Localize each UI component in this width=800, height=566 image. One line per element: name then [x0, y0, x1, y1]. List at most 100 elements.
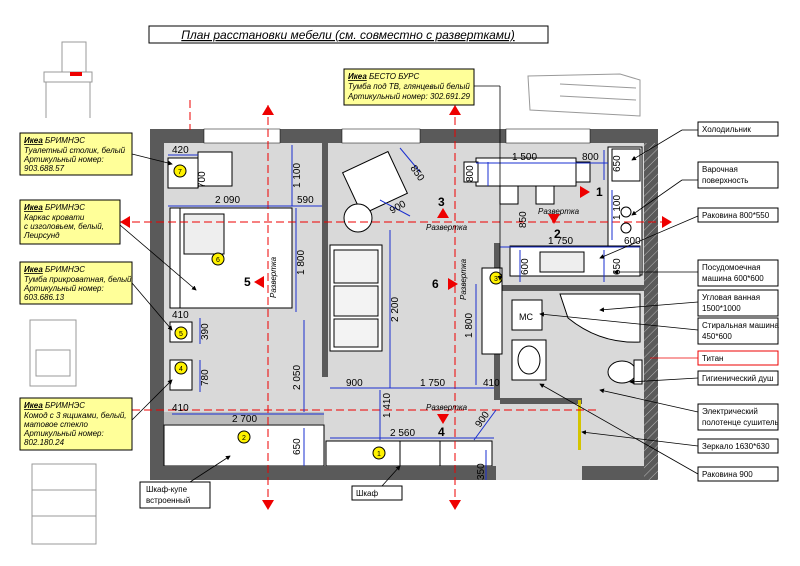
dresser-l3: матовое стекло	[24, 420, 88, 429]
right-labels: Холодильник Варочная поверхность Раковин…	[697, 121, 779, 482]
callout-bed: Икеа БРИМНЭС Каркас кровати с изголовьем…	[19, 199, 121, 245]
circle-3: 3	[494, 276, 498, 283]
corner-bath	[559, 293, 641, 343]
marker-6-label: Развертка	[459, 258, 468, 300]
label-towel-2: полотенце сушитель	[702, 418, 779, 427]
dressing-brand: Икеа	[24, 136, 43, 145]
leader-lines	[119, 85, 699, 487]
besto-name: БЕСТО БУРС	[367, 72, 420, 81]
dim-1750b: 1 750	[420, 378, 445, 389]
dim-2700: 2 700	[232, 414, 257, 425]
dresser-l5: 802.180.24	[24, 438, 65, 447]
svg-text:Икеа БРИМНЭС: Икеа БРИМНЭС	[24, 136, 85, 145]
marker-6: 6	[432, 277, 439, 291]
washer-mc: МС	[519, 312, 533, 322]
page-title: План расстановки мебели (см. совместно с…	[181, 28, 514, 42]
bed-l2: Каркас кровати	[24, 213, 85, 222]
label-shower: Гигиенический душ	[702, 374, 773, 383]
bed-l3: с изголовьем, белый,	[24, 222, 104, 231]
marker-3-label: Развертка	[426, 223, 468, 232]
section-markers: 1 Развертка 2 3 Развертка 4 Развертка 5 …	[244, 185, 603, 439]
label-dishwasher-1: Посудомоечная	[702, 263, 761, 272]
circle-1: 1	[377, 451, 381, 458]
dim-650a: 650	[612, 155, 623, 172]
marker-5-label: Развертка	[269, 256, 278, 298]
label-washer-1: Стиральная машина	[702, 321, 779, 330]
dim-1750a: 1 750	[548, 236, 573, 247]
label-titan: Титан	[702, 354, 723, 363]
label-wardrobe-2: встроенный	[146, 496, 190, 505]
circle-5: 5	[179, 331, 183, 338]
dim-900b: 900	[346, 378, 363, 389]
thumb-dressing-table	[43, 41, 93, 118]
dresser-l4: Артикульный номер:	[23, 429, 104, 438]
label-bath-1: Угловая ванная	[702, 293, 760, 302]
dressing-l2: Туалетный столик, белый	[24, 146, 126, 155]
circle-6: 6	[216, 257, 220, 264]
bed-brand: Икеа	[24, 203, 43, 212]
dim-700: 700	[197, 171, 208, 188]
marker-1-label: Развертка	[538, 207, 580, 216]
coffee-table	[343, 203, 373, 233]
circle-2: 2	[242, 435, 246, 442]
label-sink-bath: Раковина 900	[702, 470, 753, 479]
axis-lines	[120, 100, 672, 510]
dim-850b: 850	[518, 211, 529, 228]
dim-800a: 800	[582, 152, 599, 163]
fridge	[611, 148, 641, 182]
label-wardrobe-1: Шкаф-купе	[146, 485, 188, 494]
nightstand-name: БРИМНЭС	[43, 265, 85, 274]
besto-brand: Икеа	[348, 72, 367, 81]
svg-text:Икеа БРИМНЭС: Икеа БРИМНЭС	[24, 401, 85, 410]
dim-410c: 410	[483, 378, 500, 389]
dim-780: 780	[200, 369, 211, 386]
product-thumbnails	[29, 41, 641, 545]
dim-800b: 800	[465, 165, 476, 182]
label-sink-kitchen: Раковина 800*550	[702, 211, 770, 220]
nightstand-l4: 603.686.13	[24, 293, 65, 302]
dim-350: 350	[476, 463, 487, 480]
dresser-brand: Икеа	[24, 401, 43, 410]
label-dishwasher-2: машина 600*600	[702, 274, 764, 283]
dim-410b: 410	[172, 403, 189, 414]
marker-5: 5	[244, 275, 251, 289]
dim-1100a: 1 100	[292, 163, 303, 188]
bed-name: БРИМНЭС	[43, 203, 85, 212]
marker-3: 3	[438, 195, 445, 209]
bottom-labels: Шкаф-купе встроенный Шкаф	[139, 481, 403, 509]
besto-l2: Тумба под ТВ, глянцевый белый	[348, 82, 470, 91]
nightstand-l2: Тумба прикроватная, белый	[24, 275, 132, 284]
label-fridge: Холодильник	[702, 125, 751, 134]
dressing-name: БРИМНЭС	[43, 136, 85, 145]
dim-1100b: 1 100	[612, 195, 623, 220]
label-mirror: Зеркало 1630*630	[702, 442, 770, 451]
callout-nightstand: Икеа БРИМНЭС Тумба прикроватная, белый А…	[19, 261, 133, 305]
marker-2: 2	[554, 227, 561, 241]
label-towel-1: Электрический	[702, 407, 758, 416]
dimension-lines	[168, 145, 640, 480]
dressing-l4: 903.688.57	[24, 164, 65, 173]
dim-2200: 2 200	[390, 297, 401, 322]
tv-stand	[481, 267, 503, 355]
dim-1800a: 1 800	[296, 250, 307, 275]
dim-600a: 600	[624, 236, 641, 247]
nightstand-brand: Икеа	[24, 265, 43, 274]
dim-1410: 1 410	[382, 393, 393, 418]
dim-420: 420	[172, 145, 189, 156]
thumb-tv-stand	[527, 73, 641, 117]
thumb-nightstand	[29, 319, 77, 387]
dim-600b: 600	[520, 258, 531, 275]
bed-l4: Леирсунд	[23, 231, 60, 240]
dim-590: 590	[297, 195, 314, 206]
armchair	[341, 150, 409, 216]
marker-4: 4	[438, 425, 445, 439]
svg-text:Икеа БЕСТО БУРС: Икеа БЕСТО БУРС	[348, 72, 419, 81]
circle-7: 7	[178, 169, 182, 176]
dim-650c: 650	[292, 438, 303, 455]
armchair-small	[197, 151, 233, 187]
callout-besto: Икеа БЕСТО БУРС Тумба под ТВ, глянцевый …	[343, 68, 475, 106]
label-cabinet: Шкаф	[356, 489, 378, 498]
dim-2560: 2 560	[390, 428, 415, 439]
